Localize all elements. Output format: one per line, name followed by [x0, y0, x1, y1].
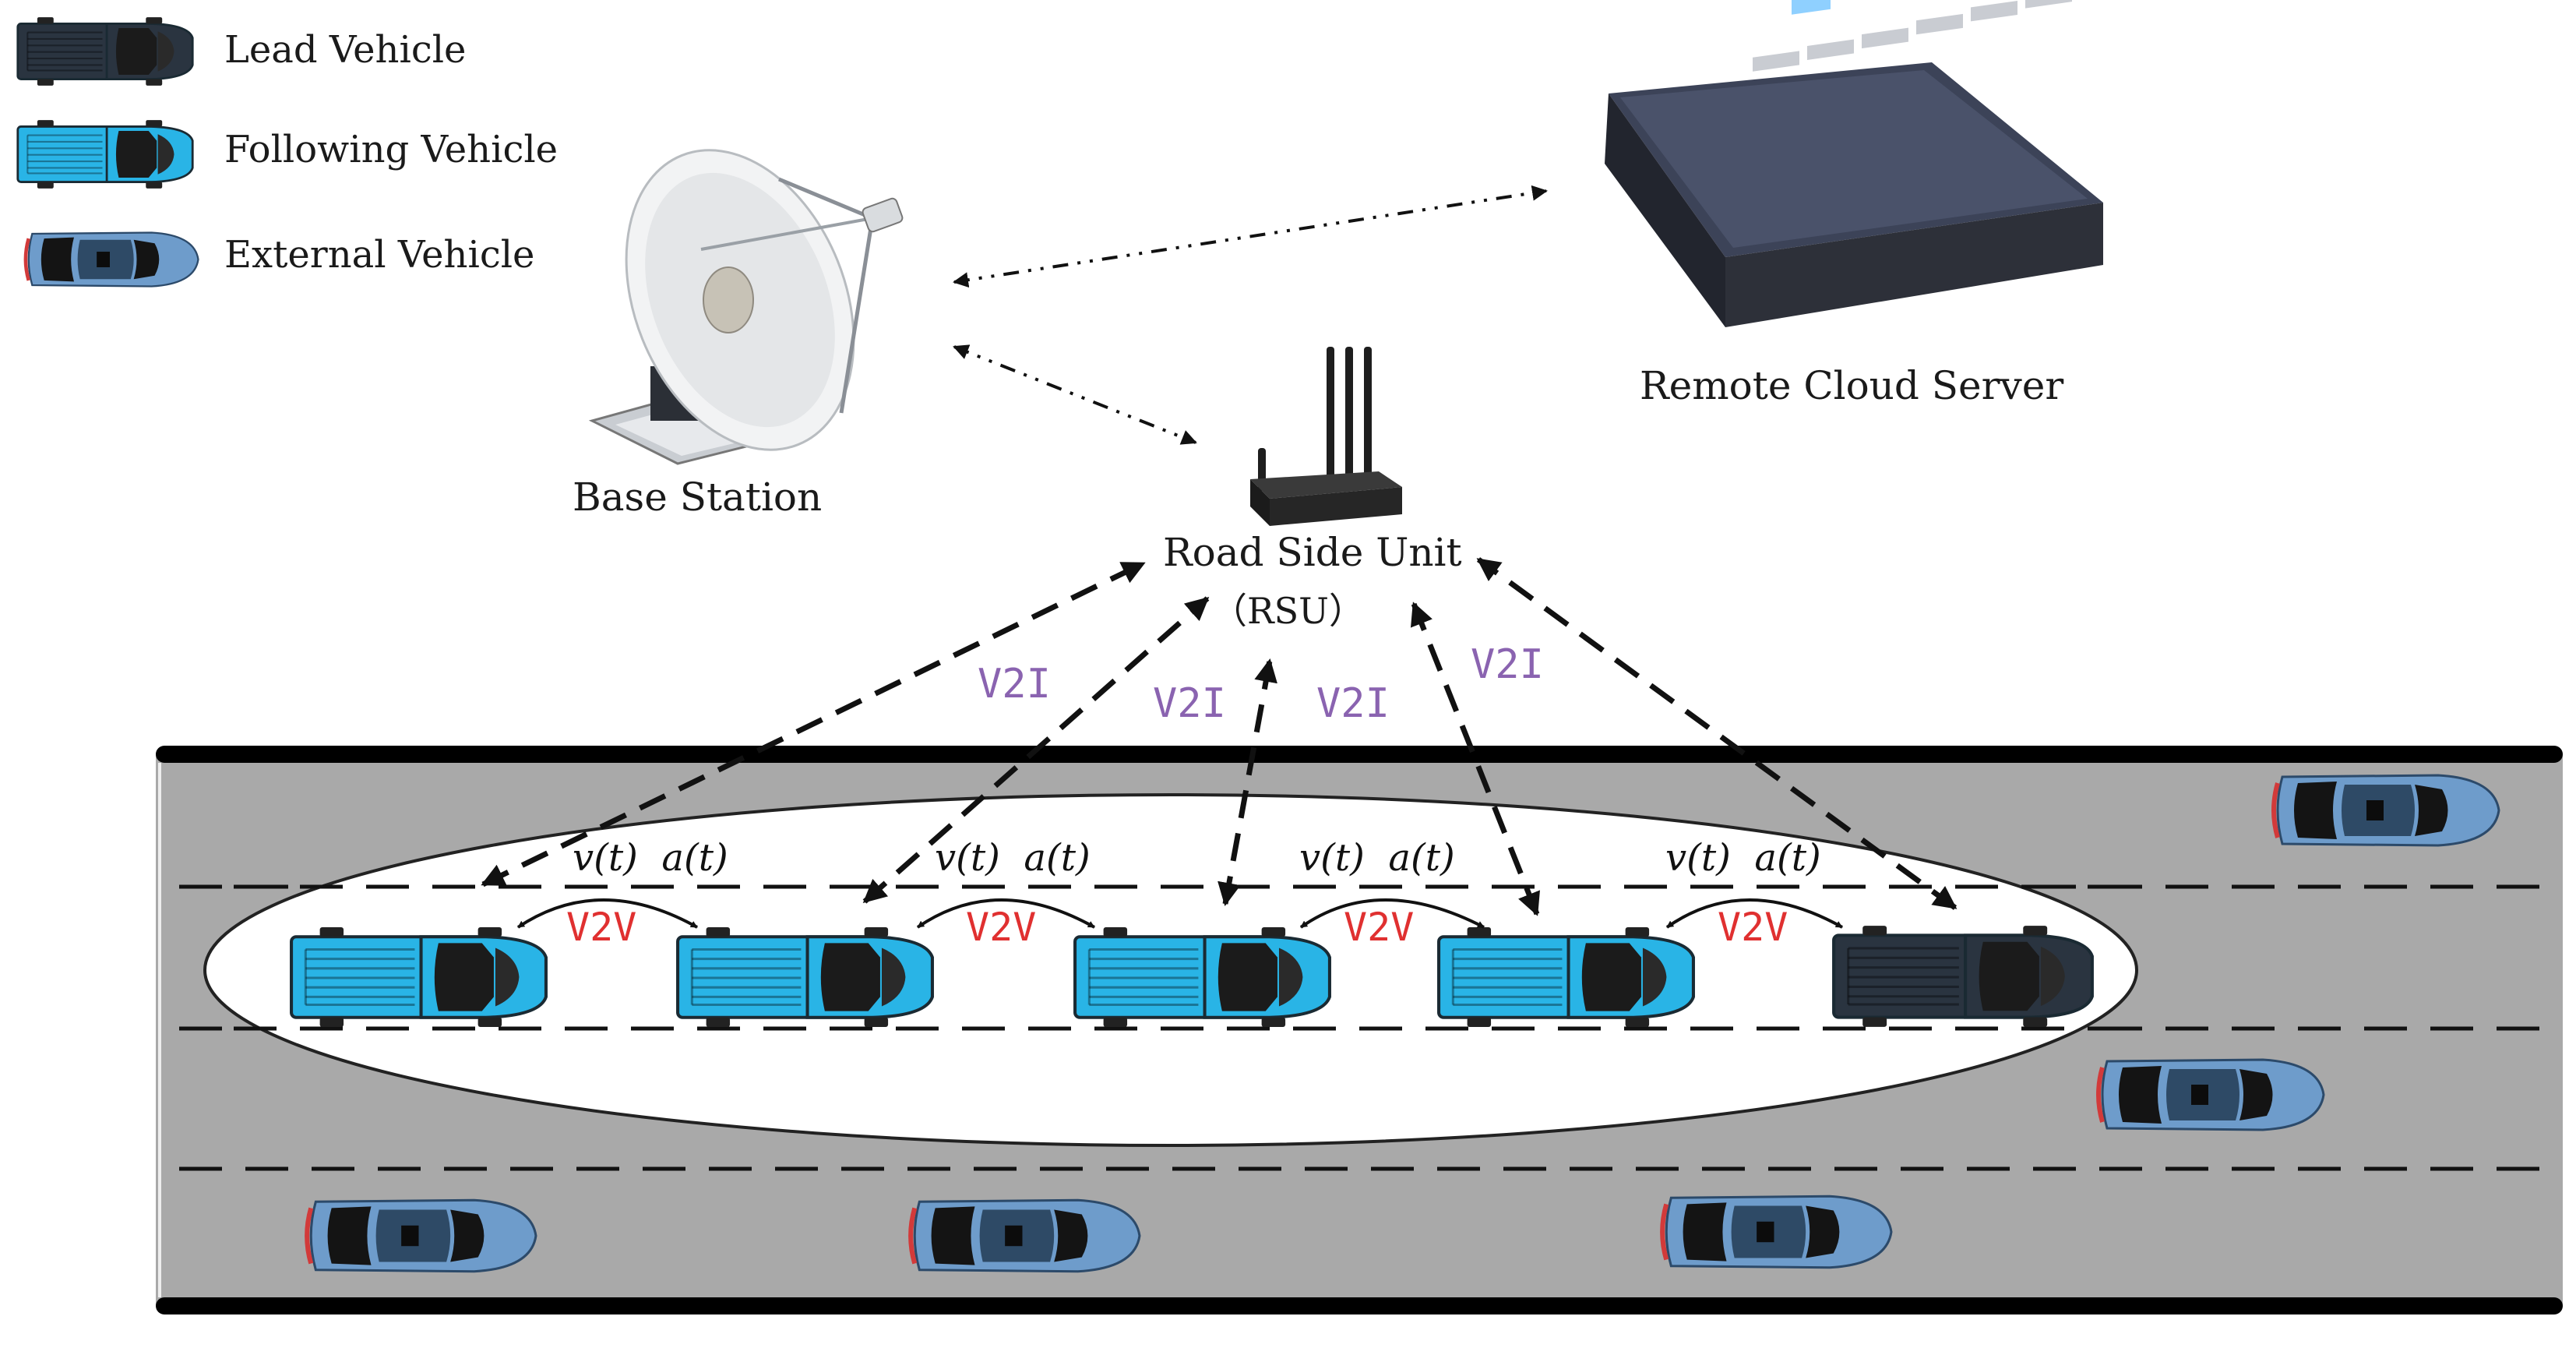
external-vehicle	[2274, 775, 2499, 845]
legend-lead-vehicle-label: Lead Vehicle	[224, 28, 466, 72]
cloud-server-label: Remote Cloud Server	[1640, 363, 2063, 408]
v2v-label: V2V	[566, 905, 636, 950]
rack-server-icon	[1605, 0, 2103, 327]
velocity-acceleration-label: v(t) a(t)	[1299, 836, 1455, 880]
v2v-label: V2V	[1344, 905, 1414, 950]
following-vehicle	[1075, 927, 1330, 1027]
v2v-arrow	[516, 898, 698, 929]
external-vehicle	[911, 1200, 1140, 1272]
base-station-label: Base Station	[573, 475, 822, 520]
external-vehicle	[1662, 1196, 1891, 1268]
v2i-label: V2I	[1471, 641, 1544, 688]
v2i-label: V2I	[1153, 680, 1226, 727]
legend-external-vehicle-icon	[26, 233, 199, 287]
legend-external-vehicle-label: External Vehicle	[224, 233, 534, 277]
v2v-arrow	[916, 898, 1095, 929]
wireless-router-icon	[1250, 347, 1402, 526]
following-vehicle	[291, 927, 546, 1027]
external-vehicle	[2099, 1060, 2324, 1130]
v2v-arrow	[1665, 898, 1843, 929]
v2v-links	[516, 898, 1843, 929]
v2v-label: V2V	[1718, 905, 1788, 950]
v2i-links	[481, 557, 1958, 916]
legend: Lead Vehicle Following Vehicle External …	[16, 16, 558, 287]
rsu-abbrev-label: （RSU）	[1211, 590, 1365, 632]
following-vehicle	[678, 927, 932, 1027]
v2v-label: V2V	[966, 905, 1036, 950]
velocity-acceleration-label: v(t) a(t)	[573, 836, 728, 880]
v2i-arrow	[862, 596, 1210, 904]
velocity-acceleration-label: v(t) a(t)	[935, 836, 1091, 880]
rsu-label: Road Side Unit	[1163, 530, 1462, 575]
legend-following-vehicle-label: Following Vehicle	[224, 128, 558, 171]
legend-following-vehicle-icon	[16, 118, 194, 190]
v2i-label: V2I	[1316, 680, 1390, 727]
backhaul-links	[953, 185, 1548, 445]
satellite-dish-icon	[588, 149, 904, 465]
following-vehicle	[1439, 927, 1693, 1027]
v2i-label: V2I	[978, 661, 1051, 708]
v2i-arrow	[1476, 557, 1958, 910]
external-vehicle	[307, 1200, 536, 1272]
legend-lead-vehicle-icon	[16, 16, 194, 87]
link-base-station-cloud	[953, 185, 1548, 288]
lead-vehicle	[1834, 926, 2092, 1027]
velocity-acceleration-label: v(t) a(t)	[1665, 836, 1821, 880]
link-base-station-rsu	[953, 344, 1197, 445]
v2v-arrow	[1299, 898, 1485, 929]
